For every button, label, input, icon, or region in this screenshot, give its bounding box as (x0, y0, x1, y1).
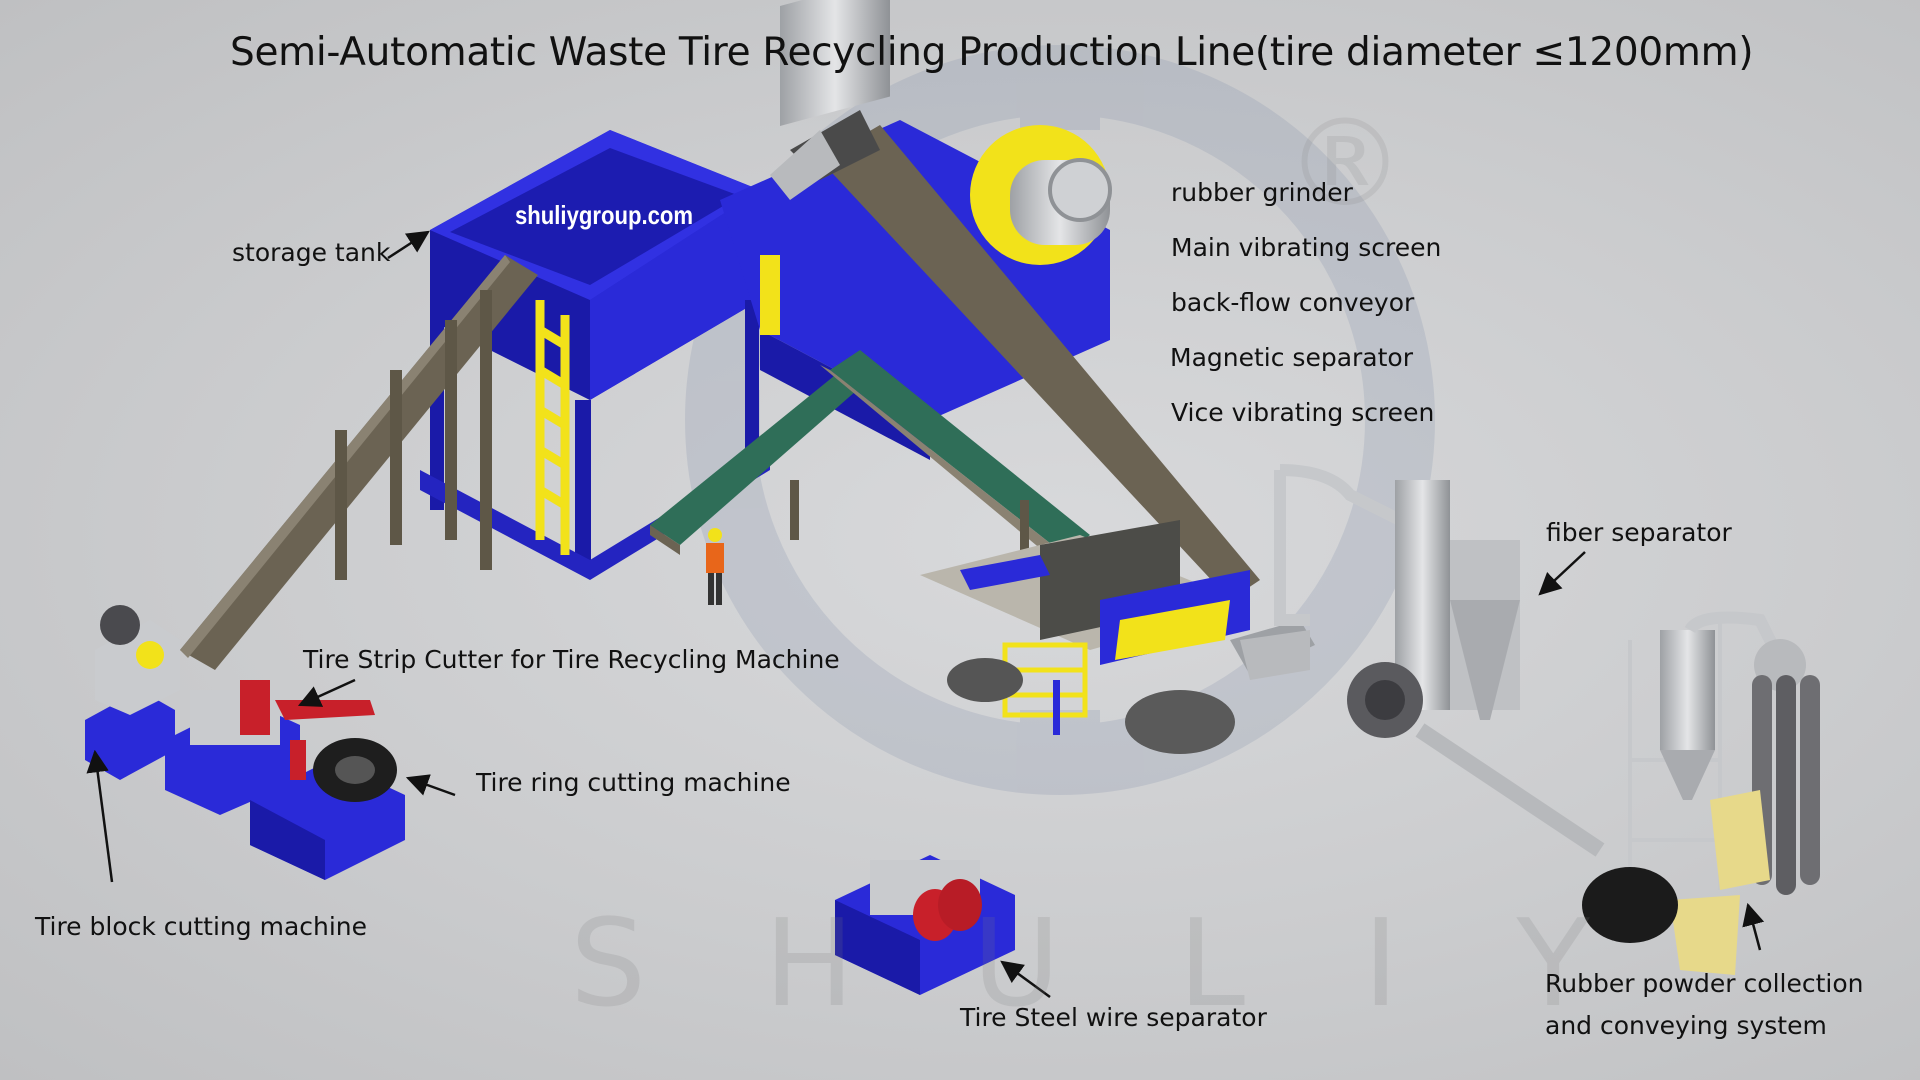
label-vice-vibrating-screen: Vice vibrating screen (1171, 398, 1435, 427)
arrow-tire-strip-cutter (297, 678, 356, 707)
arrow-tire-block-cutting (86, 749, 114, 883)
arrow-fiber-separator (1538, 551, 1586, 596)
label-tire-ring-cutting: Tire ring cutting machine (476, 768, 791, 797)
watermark-registered-mark: ® (1285, 95, 1405, 234)
inclined-conveyor (770, 110, 1260, 600)
label-steel-wire-separator: Tire Steel wire separator (960, 1003, 1267, 1032)
label-main-vibrating-screen: Main vibrating screen (1171, 233, 1442, 262)
arrow-steel-wire-separator (1000, 960, 1051, 999)
tire-ring-cutting-machine (250, 738, 405, 880)
ladder (535, 300, 570, 555)
fiber-separator (1240, 464, 1605, 857)
storage-tank (420, 130, 770, 580)
arrow-storage-tank (387, 230, 430, 260)
back-flow-conveyor (650, 350, 1090, 565)
annotation-arrows (86, 230, 1765, 999)
label-back-flow-conveyor: back-flow conveyor (1171, 288, 1415, 317)
label-tire-block-cutting: Tire block cutting machine (35, 912, 368, 941)
tire-strip-cutter (165, 680, 375, 815)
worker-figure (706, 528, 724, 605)
website-label: shuliygroup.com (515, 200, 694, 230)
label-tire-strip-cutter: Tire Strip Cutter for Tire Recycling Mac… (303, 645, 840, 674)
tire-steel-wire-separator (835, 855, 1015, 995)
label-fiber-separator: fiber separator (1546, 518, 1732, 547)
label-powder-collection-line2: and conveying system (1545, 1011, 1827, 1040)
feed-conveyor (180, 255, 538, 670)
arrow-tire-ring-cutting (405, 774, 456, 797)
rubber-granule-piles (947, 658, 1235, 754)
rubber-powder-collection (1582, 611, 1820, 975)
label-rubber-grinder: rubber grinder (1171, 178, 1353, 207)
page-title: Semi-Automatic Waste Tire Recycling Prod… (230, 30, 1754, 75)
label-storage-tank: storage tank (232, 238, 391, 267)
watermark-text: SHULIY (570, 895, 1708, 1034)
arrow-powder-collection (1742, 902, 1765, 951)
label-magnetic-separator: Magnetic separator (1170, 343, 1413, 372)
label-powder-collection-line1: Rubber powder collection (1545, 969, 1864, 998)
